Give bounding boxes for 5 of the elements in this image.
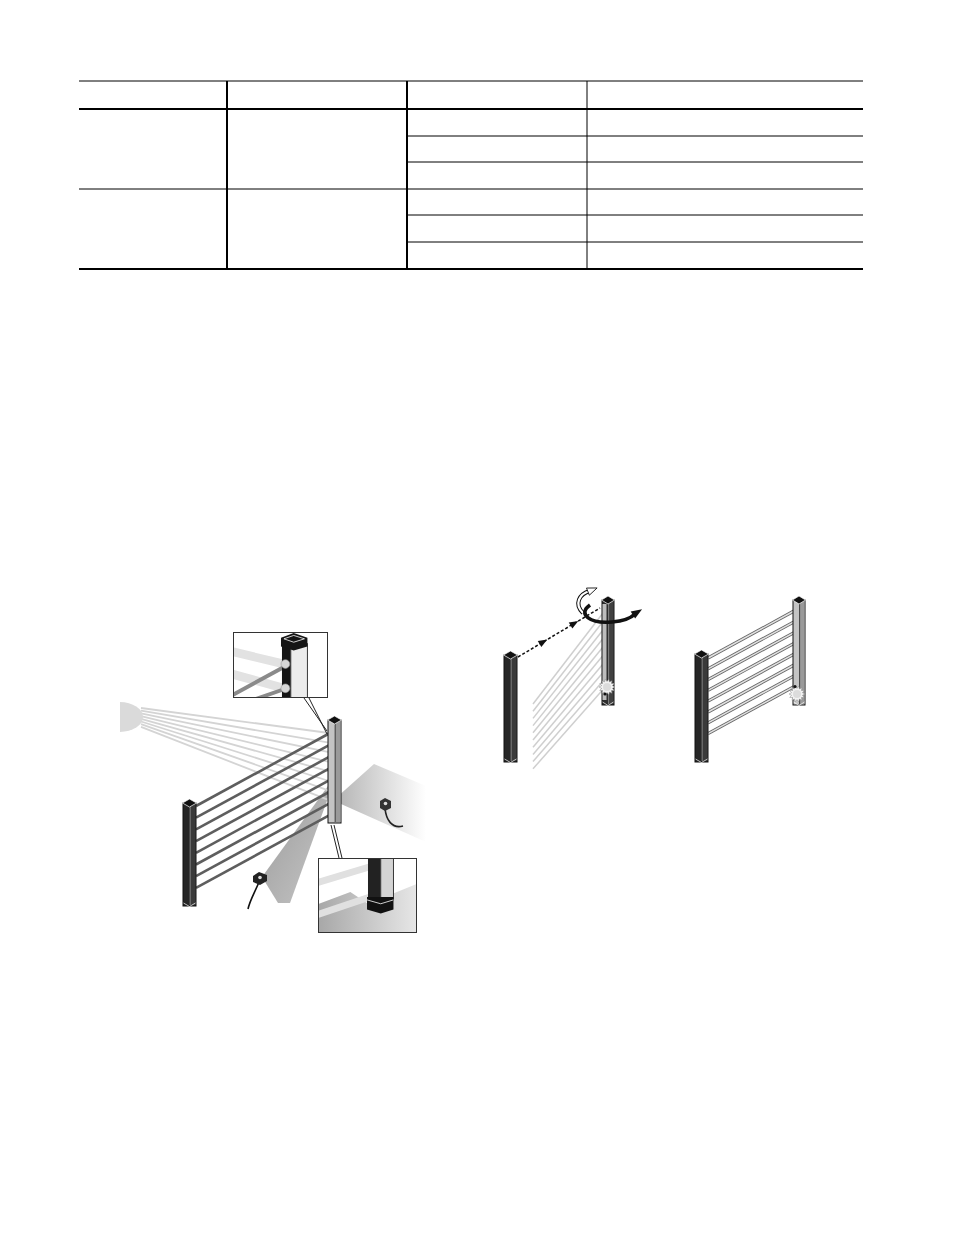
detail-inset: [233, 632, 328, 698]
leader-line: [303, 697, 328, 735]
leader-line: [330, 824, 343, 859]
receiver-column: [327, 714, 342, 825]
detail-inset: [318, 858, 417, 933]
